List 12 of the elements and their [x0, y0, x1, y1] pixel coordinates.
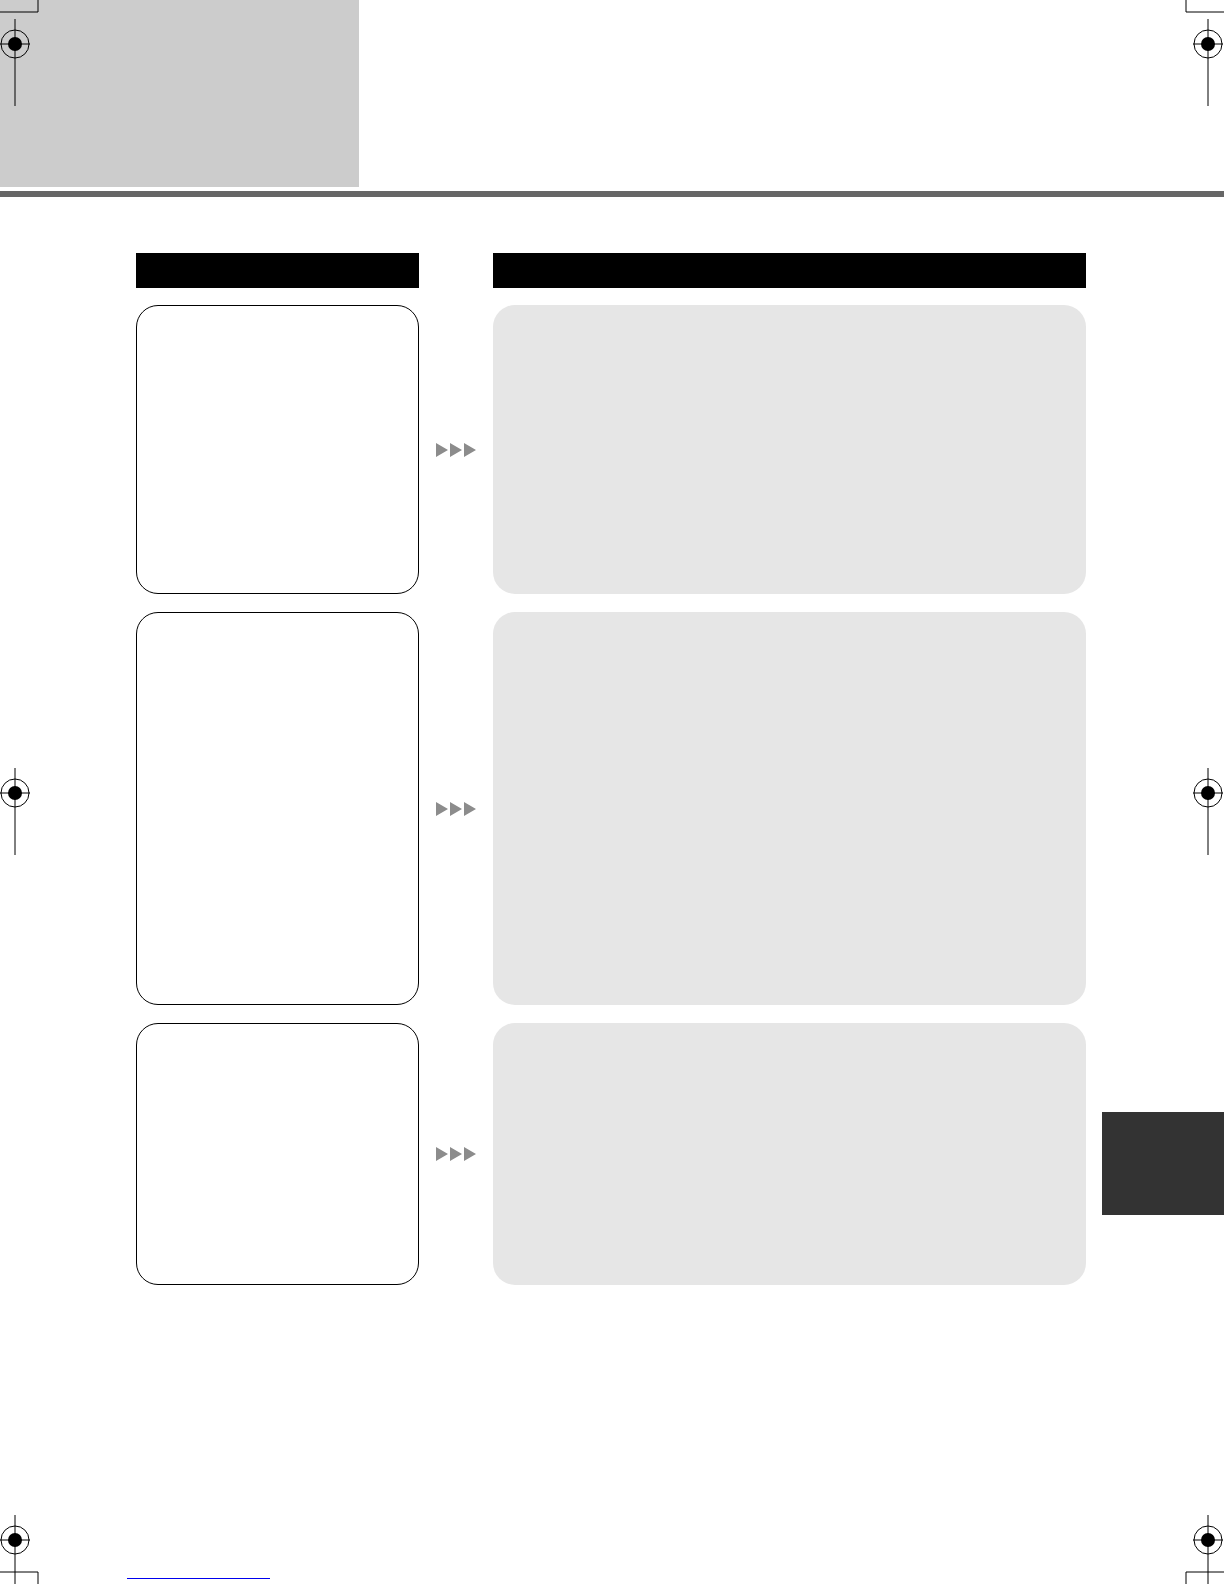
shaded-panel [493, 1023, 1086, 1285]
outlined-box [136, 305, 419, 594]
section-tab [1102, 1112, 1224, 1215]
outlined-box [136, 612, 419, 1005]
triple-arrow [436, 1147, 476, 1161]
header-bar [493, 253, 1086, 288]
triple-arrow [436, 802, 476, 816]
shaded-panel [493, 305, 1086, 594]
header-bar [136, 253, 419, 288]
triple-arrow [436, 443, 476, 457]
outlined-box [136, 1023, 419, 1285]
shaded-panel [493, 612, 1086, 1005]
